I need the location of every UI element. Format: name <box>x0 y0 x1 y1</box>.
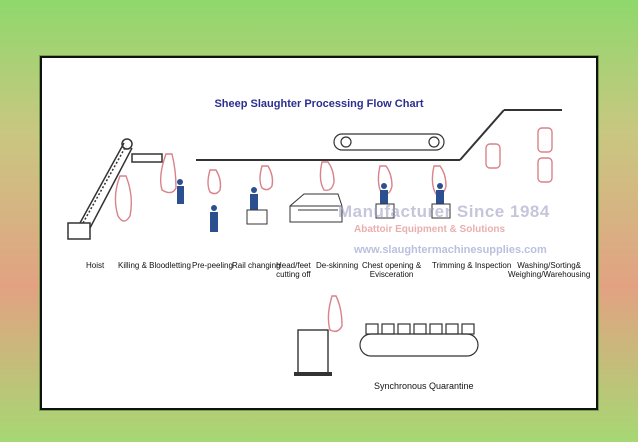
stage-label-washing-line1: Washing/Sorting& <box>517 261 581 270</box>
stage-label-chest-line2: Evisceration <box>369 270 414 279</box>
washing-carcasses-icon <box>485 127 553 183</box>
deskinning-machine-icon <box>289 161 343 223</box>
quarantine-station-icon <box>294 295 343 376</box>
flow-chart-frame: Sheep Slaughter Processing Flow Chart <box>40 56 598 410</box>
stage-label-killing: Killing & Bloodletting <box>118 261 191 270</box>
stage-label-trimming: Trimming & Inspection <box>432 261 512 270</box>
stage-label-washing-line2: Weighing/Warehousing <box>508 270 591 279</box>
stage-label-deskinning: De-skinning <box>316 261 359 270</box>
railchanging-station-icon <box>246 165 274 225</box>
stage-label-prepeeling: Pre-peeling <box>192 261 233 270</box>
upper-conveyor <box>333 133 445 151</box>
prepeeling-station-icon <box>207 169 222 232</box>
trimming-station-icon <box>431 165 451 219</box>
watermark-line-2: Abattoir Equipment & Solutions <box>354 224 506 235</box>
hoisted-carcass-icon <box>114 175 133 222</box>
stage-label-washing: Washing/Sorting& Weighing/Warehousing <box>508 261 590 279</box>
stage-label-chest-line1: Chest opening & <box>362 261 422 270</box>
hoist-machine <box>67 138 163 240</box>
quarantine-conveyor-icon <box>359 323 479 357</box>
stage-label-railchanging: Rail changing <box>232 261 281 270</box>
watermark-line-1: Manufacturer Since 1984 <box>338 202 550 221</box>
stage-label-headfeet-line1: Head/feet <box>276 261 311 270</box>
stage-label-chest: Chest opening & Evisceration <box>362 261 421 279</box>
diagram-title: Sheep Slaughter Processing Flow Chart <box>214 98 424 110</box>
stage-label-headfeet-line2: cutting off <box>276 270 311 279</box>
quarantine-label: Synchronous Quarantine <box>374 381 474 391</box>
stage-label-hoist: Hoist <box>86 261 105 270</box>
chest-opening-station-icon <box>375 165 395 219</box>
stage-label-headfeet: Head/feet cutting off <box>276 261 311 279</box>
overhead-rail <box>196 109 562 161</box>
watermark-line-3: www.slaughtermachinesupplies.com <box>354 244 547 256</box>
killing-station-icon <box>159 153 184 204</box>
flow-chart-illustration <box>67 109 562 376</box>
